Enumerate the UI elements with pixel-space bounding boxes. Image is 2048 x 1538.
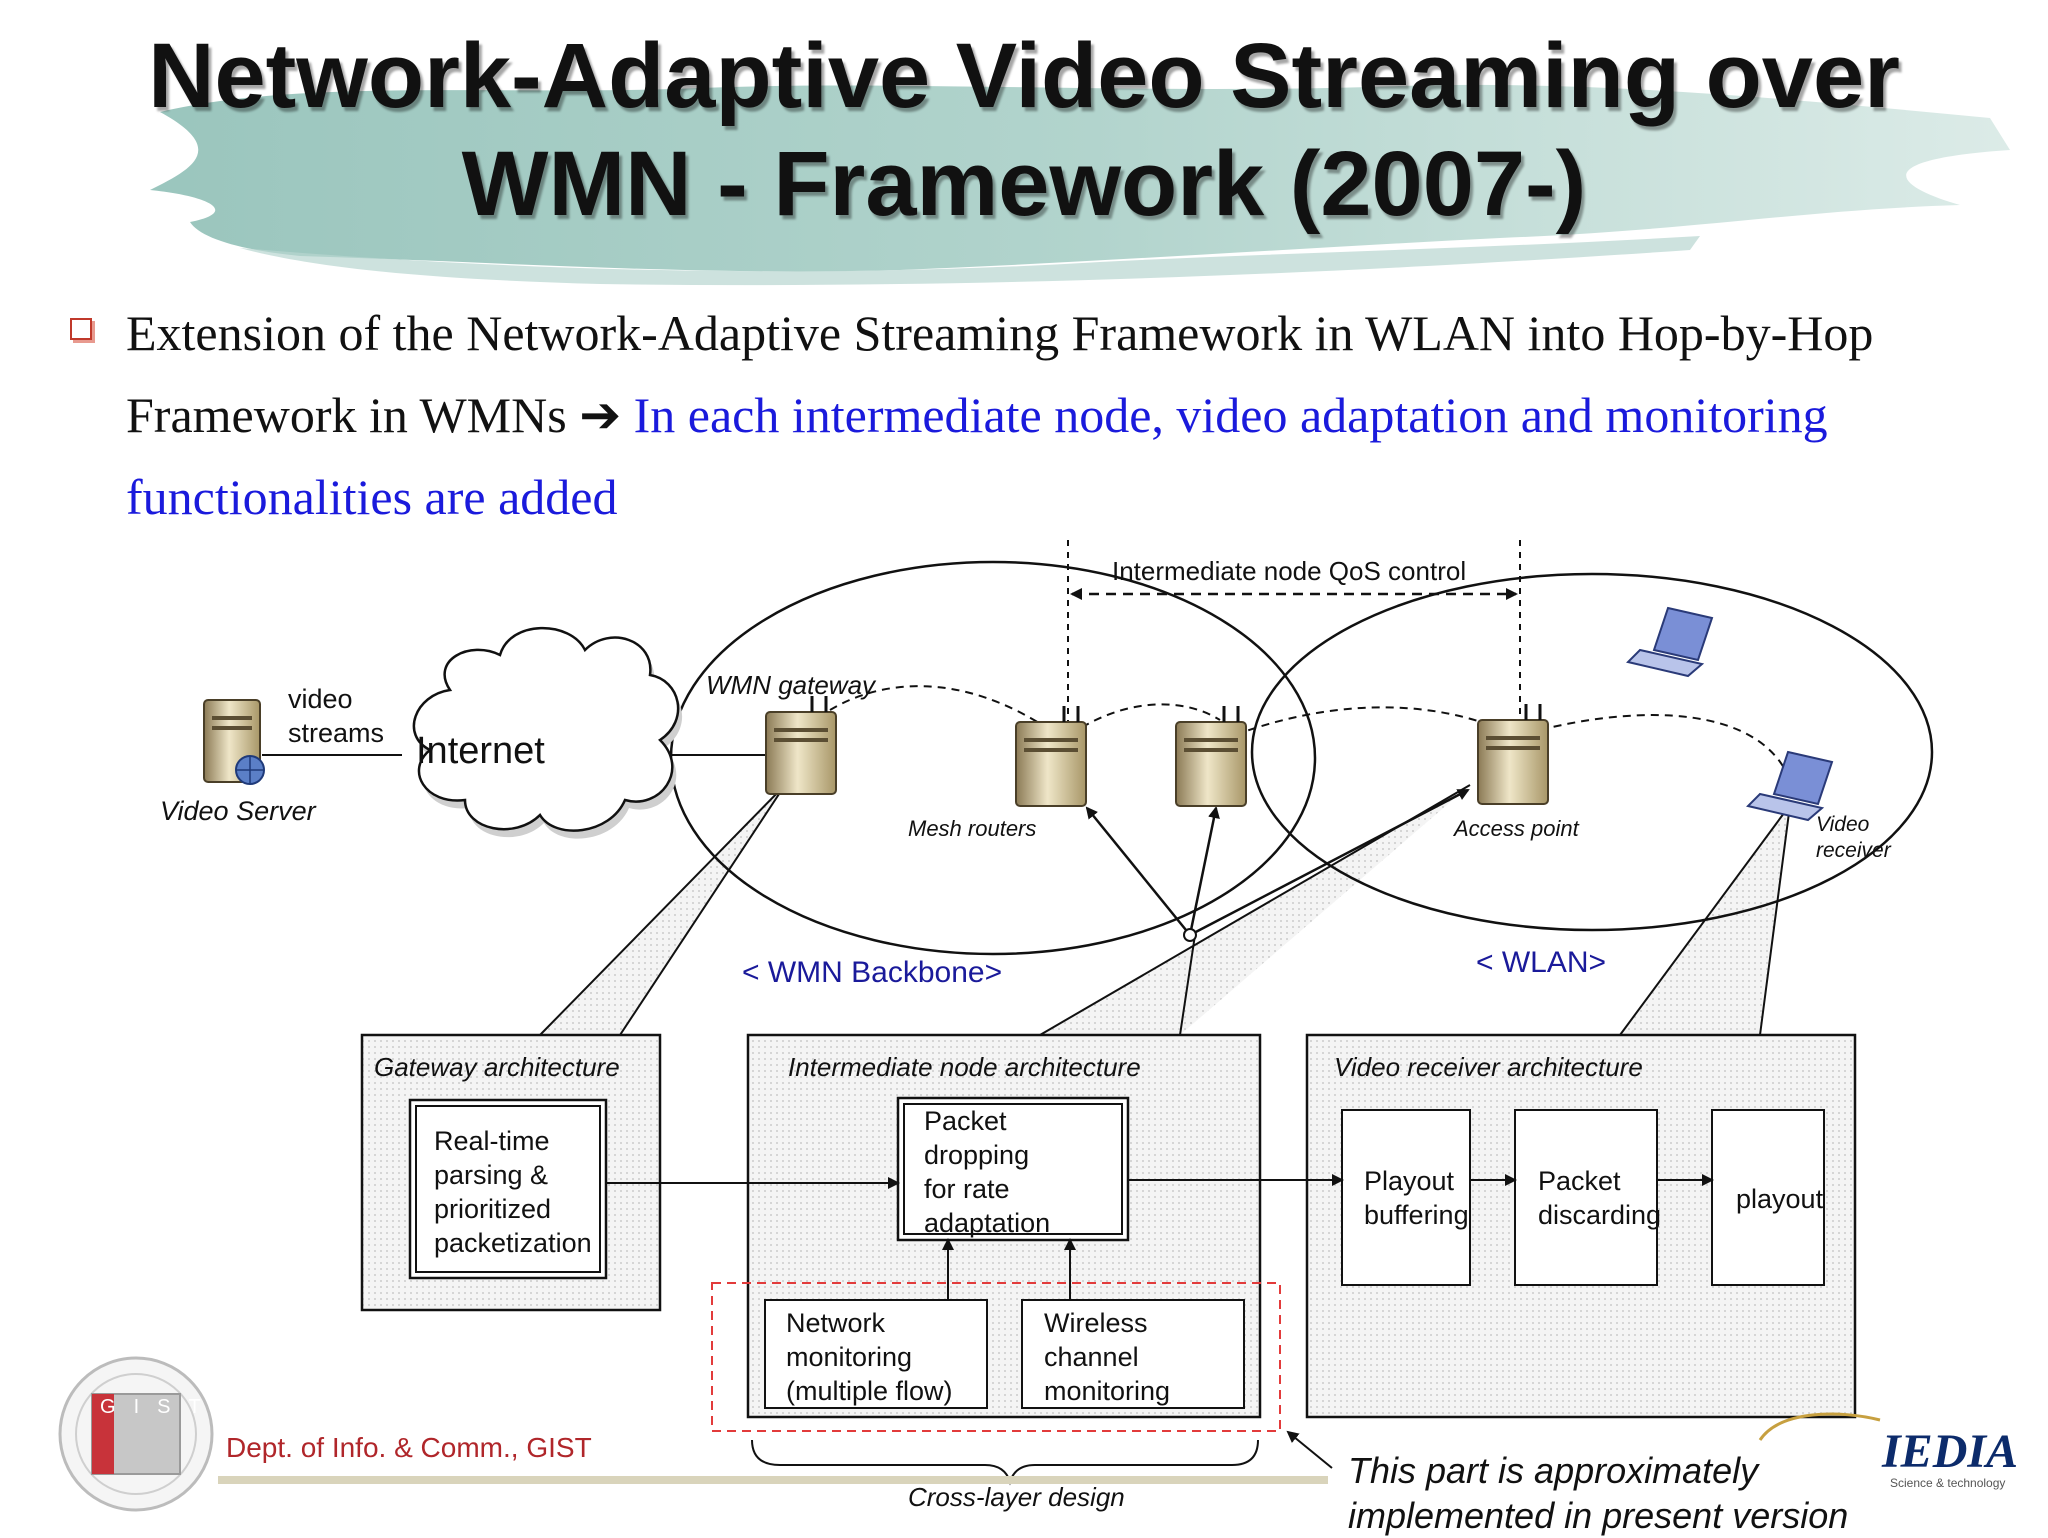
slide-title-line1: Network-Adaptive Video Streaming over [148, 25, 1900, 127]
access-point-label: Access point [1454, 816, 1579, 841]
gist-seal-logo [58, 1356, 214, 1512]
wmn-backbone-label: < WMN Backbone> [742, 956, 1003, 989]
media-logo-subtitle: Science & technology [1890, 1476, 2006, 1490]
playout-label: playout [1736, 1184, 1824, 1214]
bullet-text: Extension of the Network-Adaptive Stream… [126, 292, 1946, 538]
implementation-note: This part is approximately implemented i… [1348, 1450, 1849, 1536]
network-monitoring-block [764, 1299, 988, 1409]
gateway-architecture-label: Gateway architecture [374, 1052, 620, 1082]
mesh-router-1-icon [1015, 706, 1087, 807]
title-brush-background [150, 84, 2010, 286]
mesh-router-2-icon [1175, 706, 1247, 807]
right-logo-swoosh [1758, 1412, 1881, 1441]
bullet-square-icon [70, 318, 92, 340]
parsing-block [408, 1098, 608, 1280]
qos-control-label: Intermediate node QoS control [1112, 556, 1467, 586]
parsing-block-label: Real-time parsing & prioritized packetiz… [434, 1126, 592, 1258]
wmn-gateway-label: WMN gateway [706, 670, 876, 700]
laptop-icon [1626, 606, 1714, 678]
footer-department: Dept. of Info. & Comm., GIST [226, 1432, 592, 1463]
mesh-routers-label: Mesh routers [908, 816, 1037, 841]
wireless-monitoring-block [1021, 1299, 1245, 1409]
dropping-block-label: Packet dropping for rate adaptation [924, 1106, 1051, 1238]
intermediate-architecture-label: Intermediate node architecture [788, 1052, 1141, 1082]
cross-layer-label: Cross-layer design [908, 1482, 1125, 1512]
access-point-icon [1477, 704, 1549, 805]
bullet-text-black: Extension of the Network-Adaptive Stream… [126, 305, 1874, 443]
gist-seal-letters: GIST [100, 1396, 219, 1418]
packet-discarding-label: Packet discarding [1538, 1166, 1662, 1230]
dropping-block [896, 1096, 1130, 1242]
gateway-router-icon [765, 696, 837, 795]
video-receiver-laptop-icon [1746, 750, 1834, 822]
video-server-label: Video Server [160, 796, 316, 826]
slide-title: Network-Adaptive Video Streaming over WM… [60, 22, 1988, 238]
video-receiver-label: Video receiver [1816, 813, 1891, 862]
playout-buffering-label: Playout buffering [1364, 1166, 1469, 1230]
wlan-ellipse [1250, 572, 1934, 932]
video-streams-label: video streams [288, 684, 385, 748]
bullet-text-highlight: In each intermediate node, video adaptat… [126, 387, 1828, 525]
playout-block [1711, 1109, 1825, 1286]
cross-layer-brace [751, 1439, 1259, 1486]
receiver-architecture-label: Video receiver architecture [1334, 1052, 1643, 1082]
cross-layer-dashed-box [711, 1282, 1281, 1432]
wlan-label: < WLAN> [1476, 946, 1607, 979]
media-logo: IEDIA [1882, 1425, 2019, 1478]
video-server-icon [203, 699, 265, 785]
playout-buffering-block [1341, 1109, 1471, 1286]
footer-rule [218, 1476, 1328, 1484]
arrow-right-icon: ➔ [579, 387, 622, 443]
slide-title-line2: WMN - Framework (2007-) [461, 133, 1587, 235]
internet-label: Internet [416, 730, 545, 772]
network-monitoring-label: Network monitoring (multiple flow) [786, 1308, 953, 1406]
packet-discarding-block [1514, 1109, 1658, 1286]
wireless-monitoring-label: Wireless channel monitoring [1044, 1308, 1171, 1406]
